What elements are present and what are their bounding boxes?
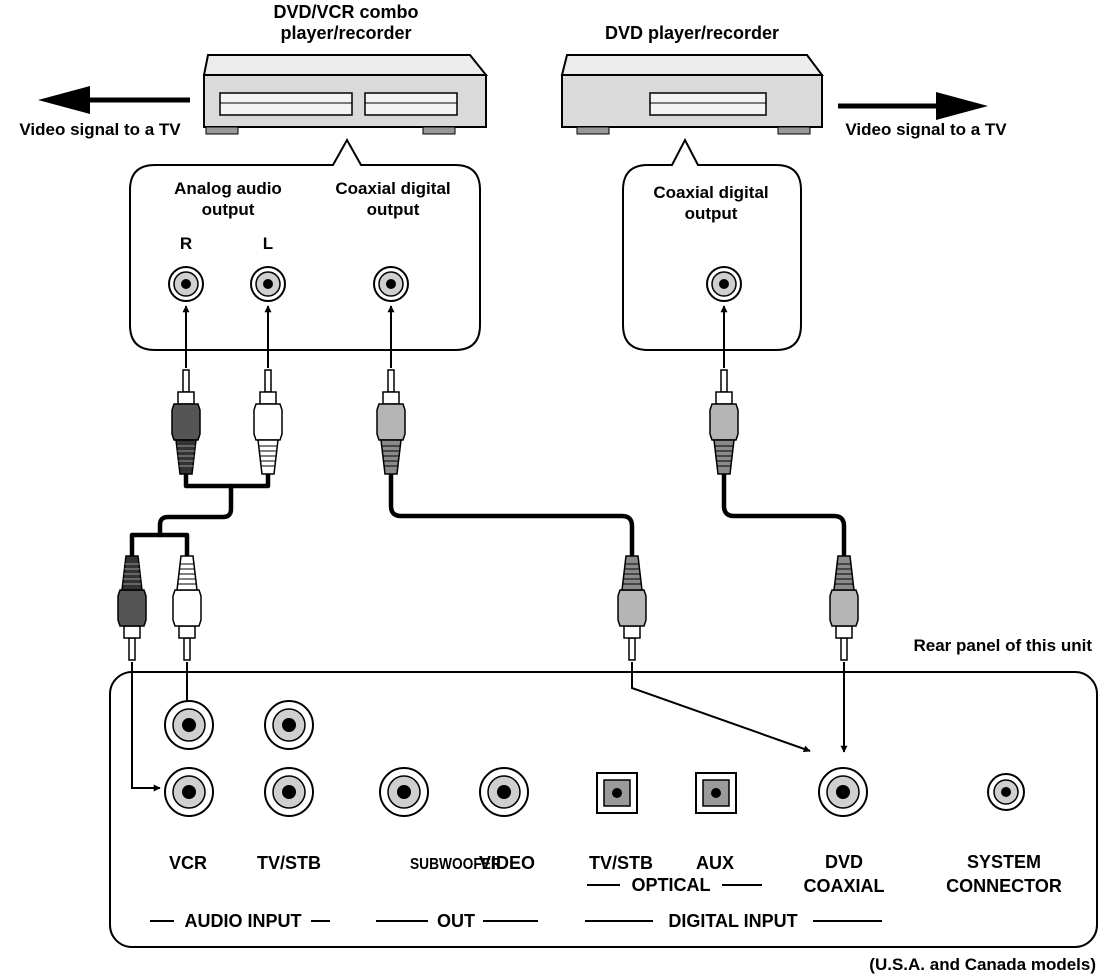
dvd-coax-plug-bottom [829,555,859,661]
l-plug-top [253,369,283,475]
combo-r-output-jack [168,266,204,302]
cables [129,463,847,559]
system-label-line1: SYSTEM [967,852,1041,872]
optical-tv-stb-jack [596,772,638,814]
combo-l-output-jack [250,266,286,302]
tv-stb-label: TV/STB [257,853,321,873]
l-plug-bottom [172,555,202,661]
analog-audio-label-line1: Analog audio [174,179,282,198]
rear-panel [109,671,1098,948]
r-plug-bottom [117,555,147,661]
input-insert-arrows [131,662,848,792]
footnote: (U.S.A. and Canada models) [869,955,1096,974]
combo-coax-plug-bottom [617,555,647,661]
vcr-jack-upper [164,700,214,750]
combo-coax-label-line1: Coaxial digital [335,179,450,198]
dvd-coax-output-jack [706,266,742,302]
optical-group-label: OPTICAL [632,875,711,895]
r-plug-top [171,369,201,475]
channel-l-label: L [263,234,273,253]
optical-aux-label: AUX [696,853,734,873]
combo-coax-output-jack [373,266,409,302]
channel-r-label: R [180,234,192,253]
digital-input-group-label: DIGITAL INPUT [668,911,797,931]
combo-title-line1: DVD/VCR combo [273,2,418,22]
analog-audio-label-line2: output [202,200,255,219]
dvd-coax-label-line2: output [685,204,738,223]
system-label-line2: CONNECTOR [946,876,1062,896]
dvd-device [560,54,824,135]
tv-stb-jack-upper [264,700,314,750]
vcr-jack-lower [164,767,214,817]
dvd-coax-label-line1: Coaxial digital [653,183,768,202]
dvd-coaxial-jack [818,767,868,817]
dvd-label-line2: COAXIAL [804,876,885,896]
video-out-jack [479,767,529,817]
optical-tv-stb-label: TV/STB [589,853,653,873]
out-group-label: OUT [437,911,475,931]
dvd-label-line1: DVD [825,852,863,872]
dvd-coax-plug-top [709,369,739,475]
combo-coax-plug-top [376,369,406,475]
output-insert-arrows [182,305,728,368]
dvd-output-callout [622,137,802,351]
combo-title-line2: player/recorder [280,23,411,43]
combo-coax-label-line2: output [367,200,420,219]
subwoofer-label: SUBWOOFER [410,855,501,873]
dvd-title: DVD player/recorder [605,23,779,43]
left-video-arrow-icon [38,86,190,114]
optical-aux-jack [695,772,737,814]
tv-stb-jack-lower [264,767,314,817]
subwoofer-jack [379,767,429,817]
system-connector-jack [987,773,1025,811]
combo-video-signal-label: Video signal to a TV [19,120,181,139]
video-label: VIDEO [479,853,535,873]
group-bracket-lines [150,884,882,922]
combo-device [202,54,489,135]
rear-panel-caption: Rear panel of this unit [913,636,1092,655]
audio-input-group-label: AUDIO INPUT [185,911,302,931]
dvd-video-signal-label: Video signal to a TV [845,120,1007,139]
right-video-arrow-icon [838,92,988,120]
vcr-label: VCR [169,853,207,873]
